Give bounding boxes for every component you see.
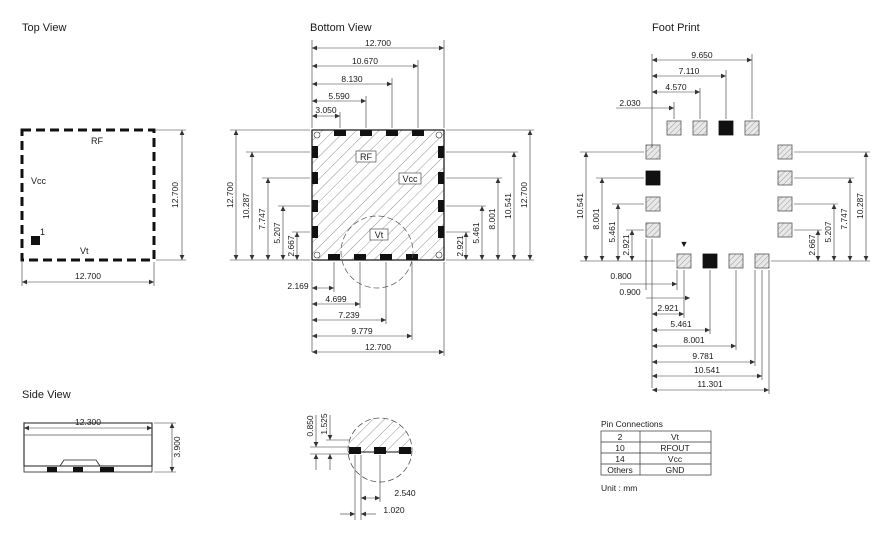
pin-table-row-3-name: Vcc <box>668 454 683 464</box>
fp-left-dim-2: 8.001 <box>591 208 601 230</box>
fp-right-dim-3: 7.747 <box>839 208 849 230</box>
foot-print: ▼ 9.650 7.110 4.570 2.030 10.541 8.001 5… <box>575 50 870 394</box>
pin-connections-table: Pin Connections 2 Vt 10 RFOUT 14 Vcc Oth… <box>600 419 712 493</box>
pin-table-row-2-name: RFOUT <box>660 443 689 453</box>
pin-table-row-3-pin: 14 <box>615 454 625 464</box>
fp-bottom-dim-4: 5.461 <box>670 319 692 329</box>
pin-table-row-4-pin: Others <box>607 465 633 475</box>
fp-left-dim-1: 10.541 <box>575 193 585 219</box>
bottom-bottom-dim-3: 7.239 <box>338 310 360 320</box>
pin-table-row-1-name: Vt <box>671 432 680 442</box>
pin-table-row-2-pin: 10 <box>615 443 625 453</box>
bottom-vt-label: Vt <box>375 230 384 240</box>
bottom-view-title: Bottom View <box>310 22 372 34</box>
foot-print-title: Foot Print <box>652 22 700 34</box>
fp-bottom-dim-5: 8.001 <box>683 335 705 345</box>
detail-dim-4: 1.020 <box>383 505 405 515</box>
bottom-left-dim-3: 7.747 <box>257 208 267 230</box>
fp-left-dim-4: 2.921 <box>621 234 631 256</box>
fp-bottom-dim-8: 11.301 <box>697 379 723 389</box>
bottom-top-dim-5: 3.050 <box>315 105 337 115</box>
fp-left-dim-3: 5.461 <box>607 221 617 243</box>
fp-right-dim-2: 5.207 <box>823 221 833 243</box>
unit-label: Unit : mm <box>601 483 637 493</box>
fp-right-dim-1: 2.667 <box>807 234 817 256</box>
side-view: 12.300 3.900 <box>23 417 182 473</box>
fp-top-dim-1: 9.650 <box>691 50 713 60</box>
bottom-top-dim-4: 5.590 <box>328 91 350 101</box>
bottom-right-dim-1: 2.921 <box>455 235 465 257</box>
bottom-right-dim-2: 5.461 <box>471 222 481 244</box>
detail-dim-2: 1.525 <box>319 413 329 435</box>
top-width-dim: 12.700 <box>75 271 101 281</box>
top-vt-label: Vt <box>80 246 89 256</box>
bottom-bottom-dim-1: 2.169 <box>287 281 309 291</box>
bottom-right-dim-4: 10.541 <box>503 193 513 219</box>
pin-table-row-4-name: GND <box>666 465 685 475</box>
bottom-rf-label: RF <box>360 152 372 162</box>
bottom-right-dim-3: 8.001 <box>487 208 497 230</box>
detail-dim-1: 0.850 <box>305 415 315 437</box>
side-view-title: Side View <box>22 389 71 401</box>
fp-bottom-dim-1: 0.800 <box>610 271 632 281</box>
bottom-bottom-dim-2: 4.699 <box>325 294 347 304</box>
bottom-left-dim-1: 12.700 <box>225 182 235 208</box>
bottom-view: RF Vcc Vt 12.700 10.670 8.130 5.590 3.05… <box>225 38 534 356</box>
bottom-left-dim-5: 2.667 <box>286 235 296 257</box>
bottom-bottom-dim-4: 9.779 <box>351 326 373 336</box>
fp-bottom-dim-7: 10.541 <box>694 365 720 375</box>
fp-top-dim-4: 2.030 <box>619 98 641 108</box>
top-view: 1 RF Vcc Vt 12.700 12.700 <box>20 128 186 286</box>
side-height-dim: 3.900 <box>172 436 182 458</box>
detail-dim-3: 2.540 <box>394 488 416 498</box>
fp-bottom-dim-3: 2.921 <box>657 303 679 313</box>
detail-view: 0.850 1.525 2.540 1.020 <box>305 413 416 520</box>
top-pin1-label: 1 <box>40 227 45 237</box>
bottom-bottom-dim-5: 12.700 <box>365 342 391 352</box>
bottom-left-dim-2: 10.287 <box>241 193 251 219</box>
fp-bottom-dim-6: 9.781 <box>692 351 714 361</box>
fp-top-dim-2: 7.110 <box>679 66 700 76</box>
side-width-dim: 12.300 <box>75 417 101 427</box>
top-height-dim: 12.700 <box>170 182 180 208</box>
bottom-top-dim-3: 8.130 <box>341 74 363 84</box>
top-view-title: Top View <box>22 22 66 34</box>
foot-print-pin1-marker-icon: ▼ <box>680 239 689 249</box>
bottom-top-dim-1: 12.700 <box>365 38 391 48</box>
pin-table-title: Pin Connections <box>601 419 663 429</box>
top-rf-label: RF <box>91 136 103 146</box>
fp-bottom-dim-2: 0.900 <box>619 287 641 297</box>
pin-table-row-1-pin: 2 <box>618 432 623 442</box>
bottom-vcc-label: Vcc <box>402 174 418 184</box>
fp-top-dim-3: 4.570 <box>665 82 687 92</box>
top-vcc-label: Vcc <box>31 176 47 186</box>
bottom-left-dim-4: 5.207 <box>272 222 282 244</box>
bottom-top-dim-2: 10.670 <box>352 56 378 66</box>
fp-right-dim-4: 10.287 <box>855 193 865 219</box>
bottom-right-dim-5: 12.700 <box>519 182 529 208</box>
